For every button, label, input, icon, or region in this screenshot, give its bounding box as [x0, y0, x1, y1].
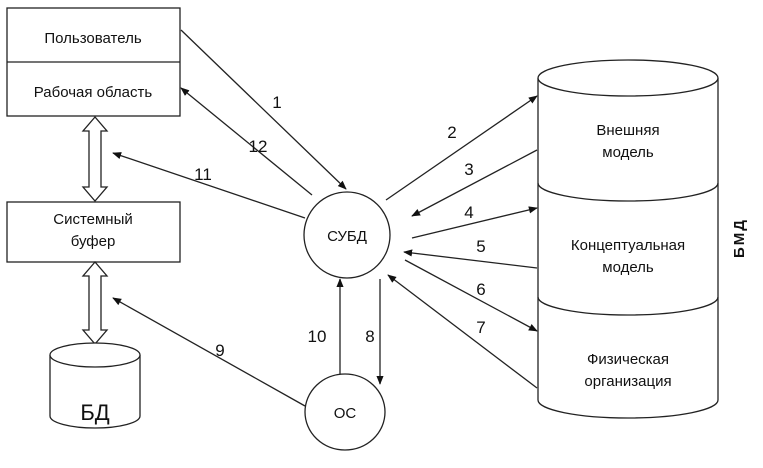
user-workspace-box: Пользователь Рабочая область — [6, 7, 181, 117]
user-label: Пользователь — [44, 30, 142, 47]
physical-org-label-1: Физическая — [587, 351, 669, 368]
db-label: БД — [80, 400, 109, 425]
dbms-node: СУБД — [303, 191, 391, 279]
edge-4 — [411, 206, 538, 239]
edge-label-1: 1 — [272, 93, 281, 112]
edge-9 — [112, 297, 306, 407]
system-buffer-label-1: Системный — [53, 211, 133, 228]
edge-6 — [404, 259, 538, 332]
edge-label-4: 4 — [464, 203, 473, 222]
db-cylinder: БД — [49, 342, 141, 429]
dbms-label: СУБД — [327, 228, 367, 245]
buffer-db-exchange-arrow — [81, 261, 109, 345]
conceptual-model-label-1: Концептуальная — [571, 237, 685, 254]
os-node: ОС — [304, 373, 386, 451]
conceptual-model-label-2: модель — [602, 259, 654, 276]
bmd-label: БМД — [731, 218, 748, 258]
edge-label-12: 12 — [249, 137, 268, 156]
external-model-label-2: модель — [602, 144, 654, 161]
edge-3 — [411, 149, 538, 217]
edge-1 — [180, 29, 347, 190]
bmd-cylinder-stack: Внешняя модель Концептуальная модель Физ… — [537, 59, 719, 419]
os-label: ОС — [334, 405, 357, 422]
edge-label-8: 8 — [365, 327, 374, 346]
external-model-label-1: Внешняя — [596, 122, 659, 139]
workspace-label: Рабочая область — [34, 84, 153, 101]
system-buffer-label-2: буфер — [71, 233, 116, 250]
edge-5 — [403, 249, 538, 269]
edge-11 — [112, 152, 306, 219]
workspace-buffer-exchange-arrow — [81, 116, 109, 202]
edges — [112, 29, 538, 407]
system-buffer-box: Системный буфер — [6, 201, 181, 263]
edge-label-2: 2 — [447, 123, 456, 142]
edge-12 — [180, 87, 313, 196]
edge-label-7: 7 — [476, 318, 485, 337]
edge-label-10: 10 — [308, 327, 327, 346]
edge-label-11: 11 — [194, 165, 212, 184]
edge-labels: 1 12 11 2 3 4 5 6 7 10 8 9 — [194, 93, 486, 360]
edge-label-3: 3 — [464, 160, 473, 179]
edge-label-6: 6 — [476, 280, 485, 299]
edge-label-5: 5 — [476, 237, 485, 256]
edge-label-9: 9 — [215, 341, 224, 360]
edge-7 — [387, 274, 538, 389]
edge-2 — [385, 95, 538, 201]
physical-org-label-2: организация — [584, 373, 671, 390]
